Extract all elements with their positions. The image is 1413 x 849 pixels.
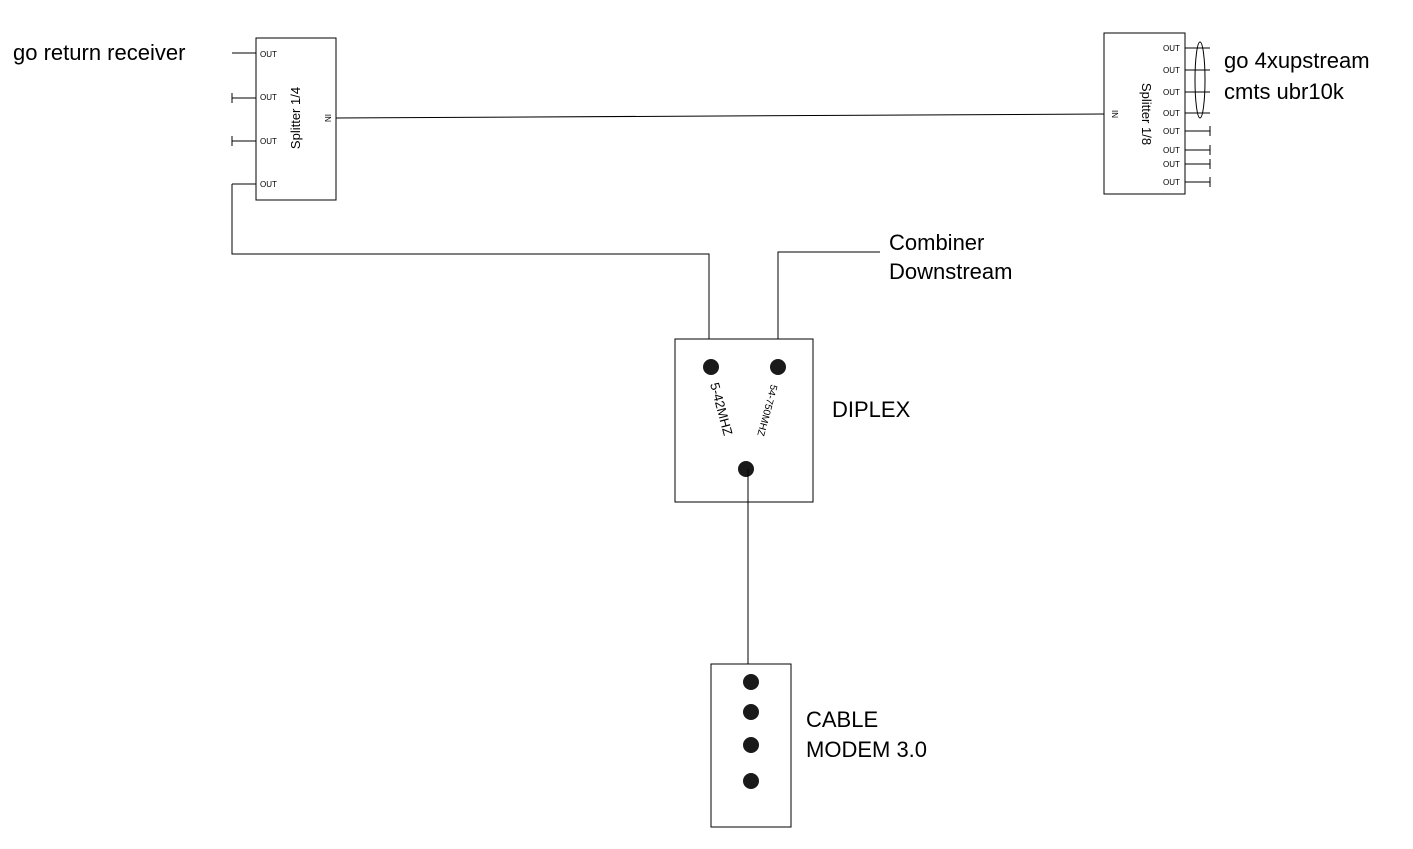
diplex-common-port <box>738 461 754 477</box>
splitter-left-port-1: OUT <box>260 50 277 59</box>
diplex-low-port <box>703 359 719 375</box>
splitter-right-in-label: IN <box>1110 110 1119 118</box>
diplex-high-port <box>770 359 786 375</box>
go-return-receiver-label: go return receiver <box>13 40 185 65</box>
cmts-label: cmts ubr10k <box>1224 79 1345 104</box>
modem-port-1 <box>743 674 759 690</box>
splitter-right-port-6: OUT <box>1163 146 1180 155</box>
splitter-right-port-3: OUT <box>1163 88 1180 97</box>
modem-port-2 <box>743 704 759 720</box>
downstream-label: Downstream <box>889 259 1012 284</box>
return-path-wire <box>231 184 710 367</box>
splitter-left-title: Splitter 1/4 <box>288 87 303 149</box>
splitter-link-wire <box>335 113 1105 119</box>
splitter-right-port-1: OUT <box>1163 44 1180 53</box>
splitter-right-port-8: OUT <box>1163 178 1180 187</box>
diplex-label: DIPLEX <box>832 397 911 422</box>
splitter-left-box <box>255 37 337 201</box>
modem-port-3 <box>743 737 759 753</box>
splitter-right-ports: OUT OUT OUT OUT OUT OUT OUT OUT <box>1163 44 1180 187</box>
go-upstream-label: go 4xupstream <box>1224 48 1370 73</box>
upstream-bundle-ellipse <box>1194 41 1206 119</box>
combiner-label: Combiner <box>889 230 984 255</box>
downstream-wire <box>777 251 880 367</box>
splitter-right-port-4: OUT <box>1163 109 1180 118</box>
splitter-right-port-2: OUT <box>1163 66 1180 75</box>
splitter-left-port-3: OUT <box>260 137 277 146</box>
modem-port-4 <box>743 773 759 789</box>
splitter-right-title: Splitter 1/8 <box>1139 83 1154 145</box>
splitter-right-port-7: OUT <box>1163 160 1180 169</box>
diplex-box <box>674 338 814 503</box>
modem-label: MODEM 3.0 <box>806 737 927 762</box>
cable-label: CABLE <box>806 707 878 732</box>
splitter-left-port-4: OUT <box>260 180 277 189</box>
splitter-right-port-5: OUT <box>1163 127 1180 136</box>
splitter-left-in-label: IN <box>323 114 332 122</box>
splitter-left-port-2: OUT <box>260 93 277 102</box>
